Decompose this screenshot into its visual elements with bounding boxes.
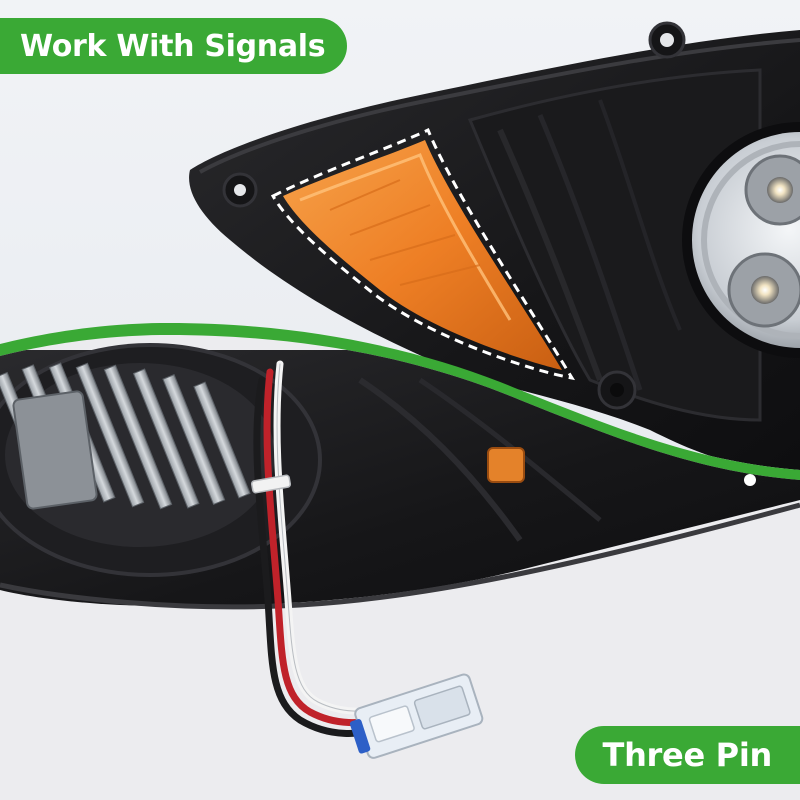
rear-mounting-dot	[744, 474, 756, 486]
top-panel	[189, 21, 800, 470]
three-pin-badge: Three Pin	[574, 726, 800, 784]
cable-tie	[250, 474, 292, 494]
wiring-harness	[250, 360, 392, 737]
work-with-signals-badge: Work With Signals	[0, 18, 348, 74]
three-pin-connector	[349, 673, 484, 759]
led-headlight	[682, 122, 800, 358]
heatsink-plate	[12, 390, 98, 510]
mounting-hole-bottom	[597, 370, 637, 410]
green-divider-wave	[0, 322, 800, 482]
turn-signal-lens	[283, 140, 562, 370]
mounting-hole-top	[648, 21, 686, 59]
mounting-hole-left	[222, 172, 258, 208]
rear-amber-indicator	[487, 447, 525, 483]
